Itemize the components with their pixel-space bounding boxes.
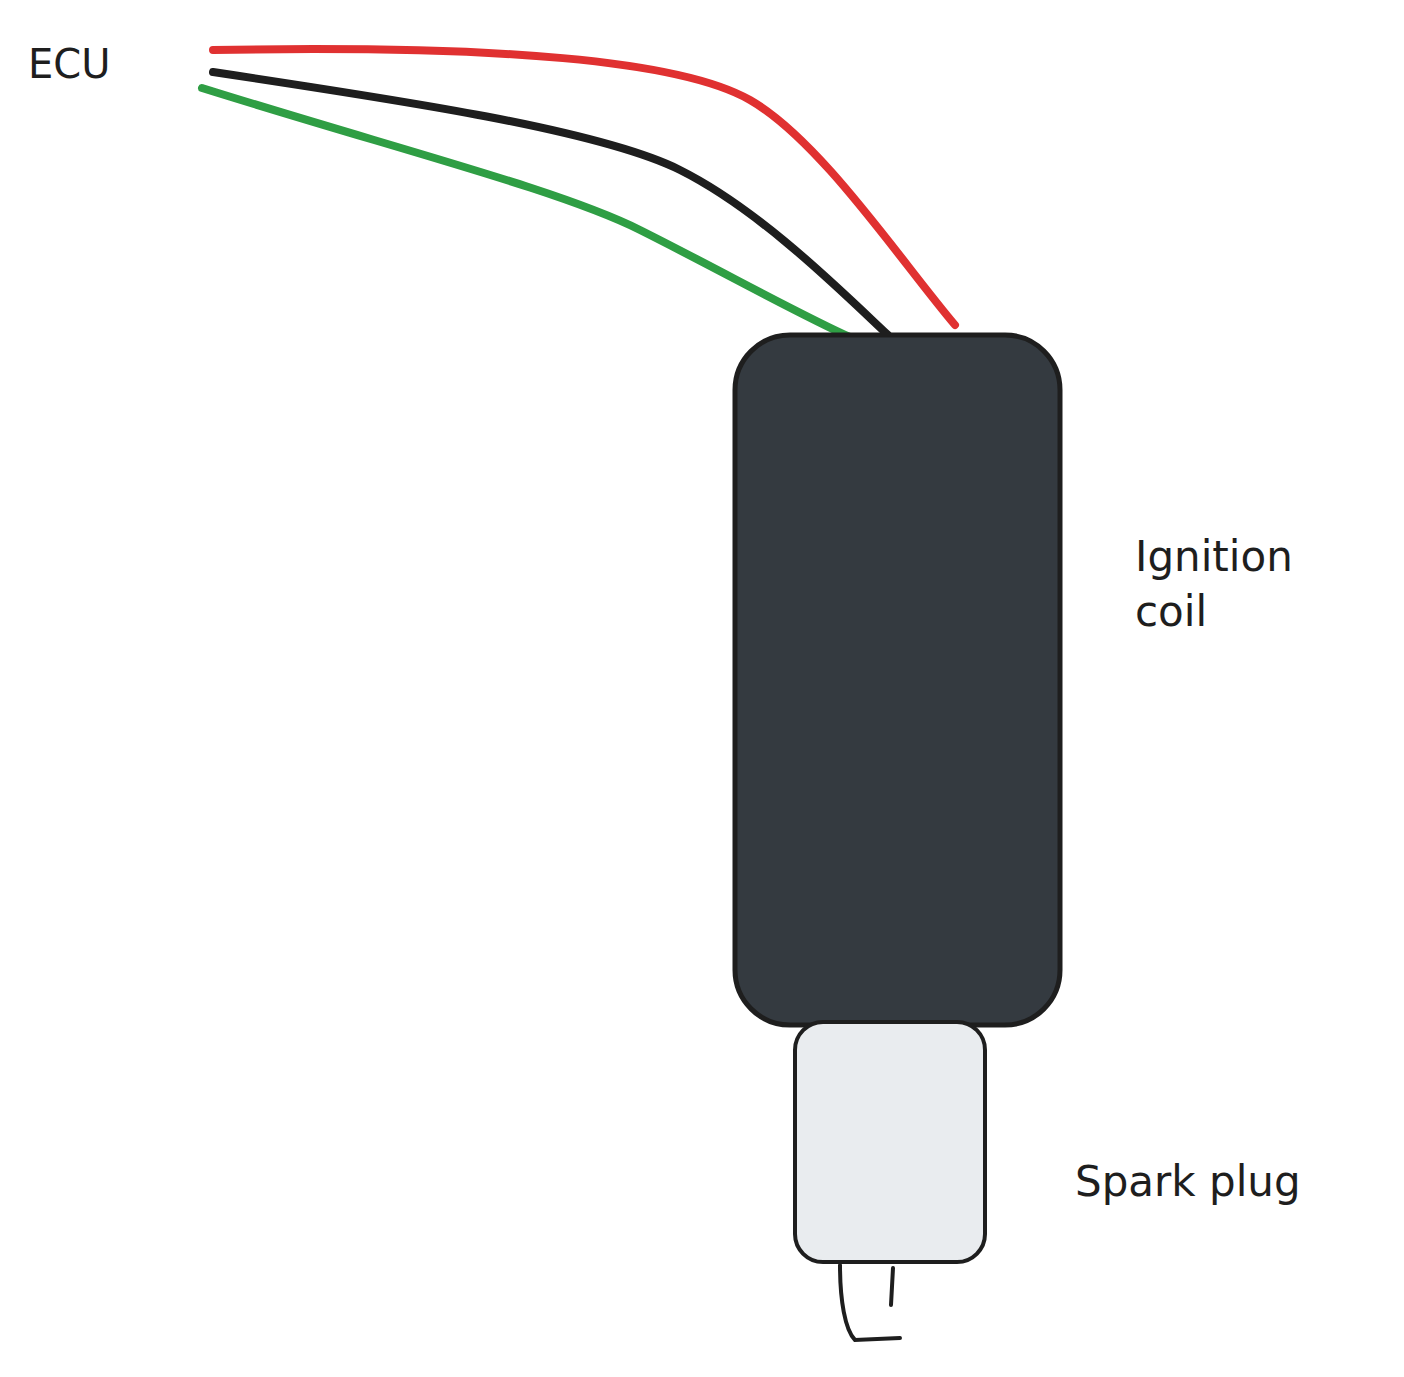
part-label: Spark plug — [1075, 1155, 1395, 1210]
ignition-coil — [735, 335, 1060, 1025]
center-electrode — [891, 1268, 893, 1305]
ground-electrode — [840, 1265, 900, 1340]
ecu-label: ECU — [28, 38, 198, 90]
spark-plug — [795, 1022, 985, 1262]
black-wire — [213, 72, 888, 335]
part-label: Ignition coil — [1135, 530, 1375, 639]
green-wire — [202, 88, 852, 338]
